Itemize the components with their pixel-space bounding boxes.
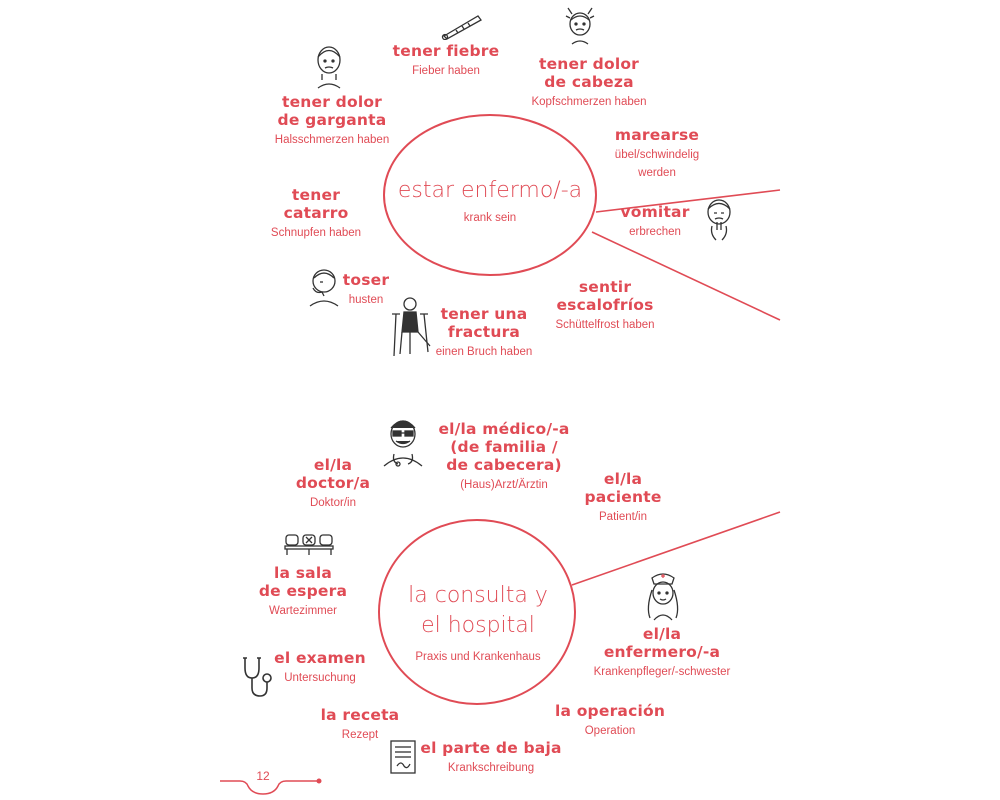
term-paciente: el/la paciente Patient/in [584,470,661,526]
nauseous-person-icon [707,199,731,241]
term-es: tener una fractura [440,305,528,341]
term-tener-fiebre: tener fiebre Fieber haben [393,42,500,80]
term-de: Wartezimmer [269,605,337,617]
term-toser: toser husten [343,271,389,309]
connector-line [595,189,781,213]
term-es: vomitar [620,203,690,221]
footer-dot [316,778,322,784]
term-de: einen Bruch haben [435,346,533,358]
sick-note-icon [390,740,416,774]
coughing-person-icon [309,269,339,307]
term-es: la sala de espera [258,564,348,600]
term-la-receta: la receta Rezept [321,706,400,744]
term-de: Schüttelfrost haben [555,319,655,331]
circle-estar-enfermo [383,114,597,276]
term-es: el/la doctor/a [295,456,371,492]
term-de: (Haus)Arzt/Ärztin [460,479,548,491]
term-es: sentir escalofríos [556,278,654,314]
term-es: toser [342,271,390,289]
term-doctor: el/la doctor/a Doktor/in [296,456,370,512]
hub-term: estar enfermo/-a [397,178,583,203]
term-de: Fieber haben [412,65,480,77]
term-tener-una-fractura: tener una fractura einen Bruch haben [436,305,533,361]
term-sentir-escalofrios: sentir escalofríos Schüttelfrost haben [555,278,654,334]
term-tener-dolor-de-garganta: tener dolor de garganta Halsschmerzen ha… [275,93,389,149]
headache-person-icon [565,7,595,45]
term-es: el parte de baja [420,739,562,757]
term-medico: el/la médico/-a (de familia / de cabecer… [438,420,569,494]
term-es: tener dolor de cabeza [538,55,640,91]
term-de: Kopfschmerzen haben [531,96,647,108]
hub-estar-enfermo: estar enfermo/-a krank sein [398,176,582,224]
term-es: tener catarro [283,186,349,222]
footer-rule [220,780,318,795]
term-sala-de-espera: la sala de espera Wartezimmer [259,564,347,620]
term-es: el/la enfermero/-a [603,625,721,661]
term-es: el/la paciente [584,470,662,506]
term-de: Rezept [341,729,379,741]
term-de: Operation [584,725,636,737]
term-de: Krankschreibung [447,762,535,774]
doctor-icon [383,420,423,467]
term-es: el examen [274,649,366,667]
term-es: el/la médico/-a (de familia / de cabecer… [438,420,570,474]
hub-consulta-hospital: la consulta y el hospital Praxis und Kra… [408,581,548,663]
waiting-chairs-icon [284,534,334,555]
term-vomitar: vomitar erbrechen [620,203,689,241]
term-tener-dolor-de-cabeza: tener dolor de cabeza Kopfschmerzen habe… [531,55,646,111]
connector-line [591,231,781,321]
term-de: Schnupfen haben [270,227,362,239]
person-on-crutches-icon [392,297,431,357]
circle-consulta-hospital [378,519,576,705]
connector-line [571,511,781,586]
page-number: 12 [256,769,270,783]
nurse-icon [647,573,679,621]
term-tener-catarro: tener catarro Schnupfen haben [271,186,361,242]
hub-translation: krank sein [463,212,517,224]
term-de: Doktor/in [309,497,357,509]
term-es: la receta [320,706,400,724]
term-de: Patient/in [599,511,647,523]
term-es: tener dolor de garganta [277,93,387,129]
term-marearse: marearse übel/schwindelig werden [615,126,699,182]
stethoscope-icon [243,657,272,697]
term-la-operacion: la operación Operation [555,702,665,740]
term-el-examen: el examen Untersuchung [274,649,366,687]
thermometer-icon [441,15,482,40]
term-de: Halsschmerzen haben [274,134,390,146]
hub-translation: Praxis und Krankenhaus [415,651,541,663]
hub-term: la consulta y el hospital [408,583,548,638]
term-de: übel/schwindelig werden [614,149,700,179]
term-es: tener fiebre [392,42,500,60]
term-de: Untersuchung [284,672,356,684]
term-de: husten [348,294,384,306]
term-parte-de-baja: el parte de baja Krankschreibung [420,739,561,777]
sore-throat-person-icon [317,46,341,89]
term-enfermero: el/la enfermero/-a Krankenpfleger/-schwe… [594,625,731,681]
term-de: erbrechen [629,226,681,238]
term-es: la operación [554,702,666,720]
term-es: marearse [614,126,700,144]
term-de: Krankenpfleger/-schwester [593,666,731,678]
